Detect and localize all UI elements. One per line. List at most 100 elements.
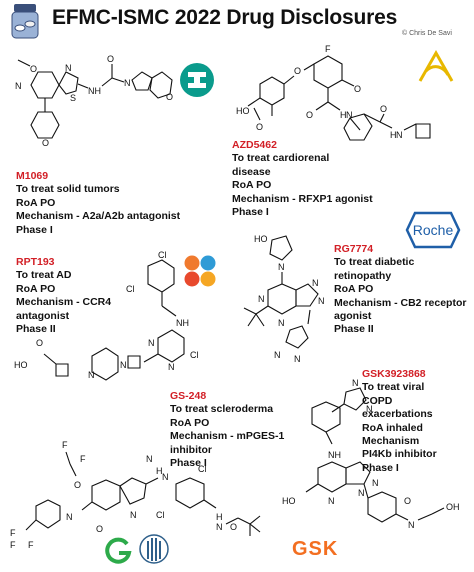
compound-code: RPT193 [16, 256, 55, 268]
atom-label: Cl [156, 510, 165, 520]
structure-gsk3923868: N N NH N N HO N N O OH [282, 378, 460, 530]
compound-line: Mechanism [362, 435, 420, 448]
compound-code: AZD5462 [232, 139, 277, 151]
gesynta-logo [105, 537, 132, 564]
compound-line: Phase II [16, 323, 56, 336]
atom-label: O [166, 92, 173, 102]
compound-line: To treat scleroderma [170, 403, 274, 416]
atom-label: F [28, 540, 34, 550]
structure-azd5462-amide: O H N [343, 104, 431, 141]
compound-line: RoA inhaled [362, 421, 423, 434]
rapt-logo [184, 255, 216, 287]
pill-bottle-icon [11, 4, 39, 39]
atom-label: O [30, 64, 37, 74]
atom-label: H [340, 110, 347, 120]
compound-line: antagonist [16, 309, 70, 322]
compound-line: RoA PO [232, 179, 272, 192]
atom-label: N [130, 510, 137, 520]
compound-code: GS-248 [170, 390, 207, 402]
atom-label: O [42, 138, 49, 148]
atom-label: Cl [158, 250, 167, 260]
atom-label: N [162, 472, 169, 482]
page-header: EFMC-ISMC 2022 Drug Disclosures © Chris … [0, 0, 474, 40]
atom-label: O [404, 496, 411, 506]
compound-line: RoA PO [334, 283, 374, 296]
atom-label: Cl [190, 350, 199, 360]
atom-label: N [328, 496, 335, 506]
gsk-logo: GSK [292, 538, 339, 560]
atom-label: N [146, 454, 153, 464]
atom-label: F [325, 44, 331, 54]
compound-line: To treat cardiorenal [232, 152, 330, 165]
atom-label: N [346, 110, 353, 120]
compound-line: To treat diabetic [334, 256, 415, 269]
atom-label: N [120, 360, 127, 370]
columns-logo [139, 534, 169, 564]
atom-label: F [10, 540, 16, 550]
structure-rpt193: Cl Cl NH N N Cl N N O HO [14, 250, 199, 381]
compound-line: To treat viral [362, 381, 425, 394]
astrazeneca-logo [418, 49, 454, 82]
atom-label: N [312, 278, 319, 288]
compound-line: Phase I [362, 461, 399, 474]
structure-azd5462: HO O O F O O H N [236, 44, 361, 132]
atom-label: N [358, 488, 365, 498]
atom-label: Cl [198, 464, 207, 474]
roche-logo-text: Roche [412, 222, 454, 238]
atom-label: N [372, 478, 379, 488]
compound-line: Mechanism - mPGES-1 [170, 430, 285, 443]
atom-label: N [216, 522, 223, 532]
structure-rg7774: HO N N N N N N N [243, 234, 325, 364]
compound-card-gs248: GS-248 To treat scleroderma RoA PO Mecha… [170, 390, 284, 470]
atom-label: HO [14, 360, 28, 370]
atom-label: N [278, 262, 285, 272]
atom-label: N [15, 81, 22, 91]
compound-line: RoA PO [16, 196, 56, 209]
atom-label: N [66, 512, 73, 522]
atom-label: N [258, 294, 265, 304]
structure-gs248-tail: H N [216, 512, 261, 536]
atom-label: N [168, 362, 175, 372]
atom-label: H [390, 130, 397, 140]
atom-label: N [366, 404, 373, 414]
structure-gs248: F F O N N H N Cl Cl O N O F F F [10, 440, 237, 550]
atom-label: N [408, 520, 415, 530]
compound-card-azd5462: AZD5462 To treat cardiorenal disease RoA… [232, 139, 373, 219]
atom-label: NH [88, 86, 101, 96]
atom-label: N [88, 370, 95, 380]
atom-label: NH [176, 318, 189, 328]
atom-label: N [278, 318, 285, 328]
atom-label: OH [446, 502, 460, 512]
atom-label: O [96, 524, 103, 534]
atom-label: N [396, 130, 403, 140]
atom-label: N [274, 350, 281, 360]
atom-label: F [62, 440, 68, 450]
compound-line: inhibitor [170, 443, 212, 456]
atom-label: O [354, 84, 361, 94]
atom-label: O [294, 66, 301, 76]
compound-code: GSK3923868 [362, 368, 426, 380]
atom-label: N [294, 354, 301, 364]
atom-label: O [74, 480, 81, 490]
compound-line: COPD [362, 394, 393, 407]
atom-label: F [80, 454, 86, 464]
compound-line: retinopathy [334, 269, 392, 282]
atom-label: O [256, 122, 263, 132]
compound-line: exacerbations [362, 408, 433, 421]
atom-label: O [36, 338, 43, 348]
atom-label: N [352, 378, 359, 388]
compound-line: Mechanism - RFXP1 agonist [232, 192, 373, 205]
atom-label: O [230, 522, 237, 532]
atom-label: HO [236, 106, 250, 116]
atom-label: HO [254, 234, 268, 244]
atom-label: O [107, 54, 114, 64]
compound-code: RG7774 [334, 243, 374, 255]
page-title: EFMC-ISMC 2022 Drug Disclosures [52, 6, 398, 29]
atom-label: H [156, 466, 163, 476]
atom-label: N [124, 78, 131, 88]
compound-line: Phase I [232, 206, 269, 219]
compound-card-gsk3923868: GSK3923868 To treat viral COPD exacerbat… [362, 368, 437, 475]
compound-line: Mechanism - CCR4 [16, 296, 112, 309]
credit-text: © Chris De Savi [402, 30, 452, 37]
atom-label: N [148, 338, 155, 348]
